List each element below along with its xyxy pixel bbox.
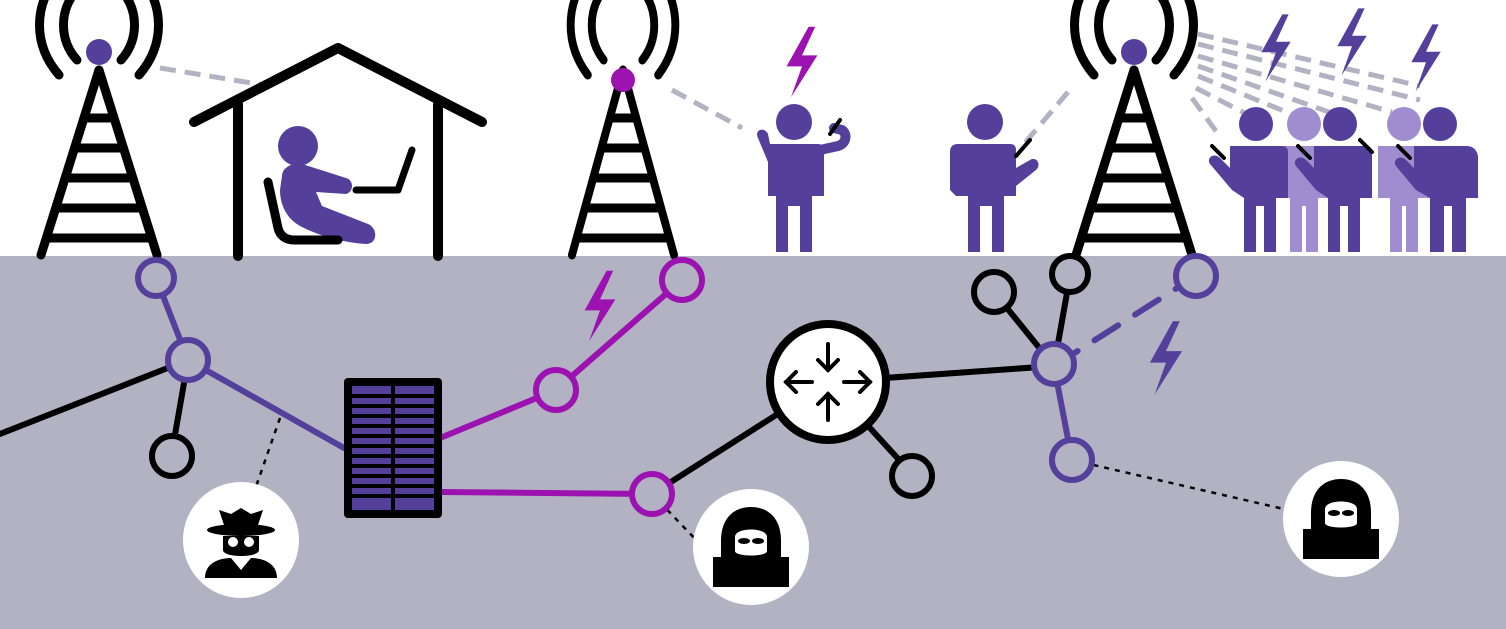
- node: [533, 367, 579, 413]
- node: [659, 257, 705, 303]
- lightning-bolt-icon: [786, 26, 818, 98]
- node: [135, 257, 177, 299]
- network-nodes: [135, 253, 1219, 517]
- node: [1049, 253, 1091, 295]
- node: [1173, 253, 1219, 299]
- phone-user-icon: [950, 104, 1039, 252]
- tower-left: [40, 0, 159, 255]
- house-icon: [189, 43, 487, 261]
- laptop-user-icon: [263, 126, 416, 245]
- hacker-icon: [693, 489, 809, 605]
- wireless-links: [159, 31, 1421, 146]
- node: [165, 337, 211, 383]
- node: [629, 471, 675, 517]
- node: [971, 269, 1017, 315]
- server-rack-icon: [344, 378, 442, 518]
- crowd: [1208, 107, 1478, 252]
- hacker-icon: [1283, 461, 1399, 577]
- node: [889, 453, 935, 499]
- router-icon: [766, 320, 890, 444]
- node: [1049, 437, 1095, 483]
- tower-right: [1075, 0, 1194, 255]
- node: [1031, 341, 1077, 387]
- spy-icon: [183, 482, 299, 598]
- phone-user-icon: [757, 104, 851, 252]
- node: [149, 433, 195, 479]
- lightning-bolt-icon: [1261, 8, 1441, 92]
- tower-middle: [571, 0, 676, 255]
